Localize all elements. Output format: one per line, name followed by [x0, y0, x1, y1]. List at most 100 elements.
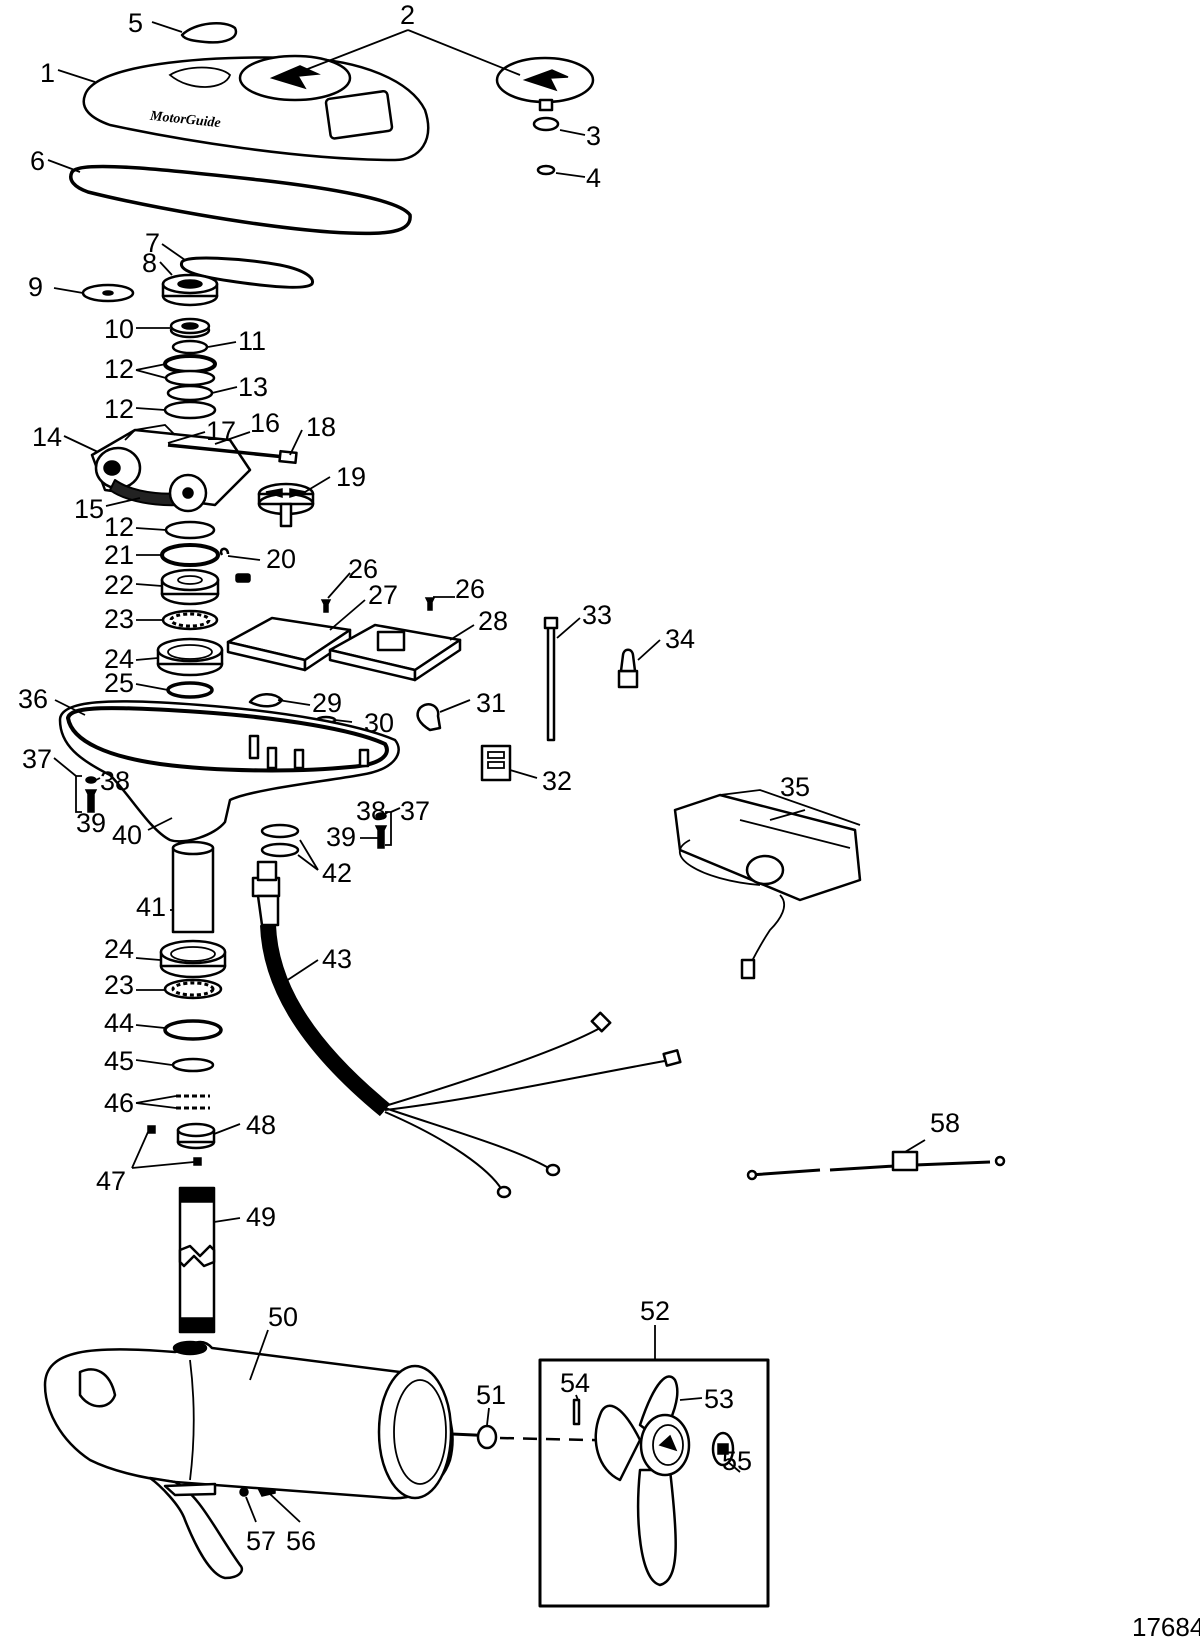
callout-37a: 37: [22, 744, 52, 774]
leader-lines: [47, 21, 926, 1523]
power-cable-43: [251, 860, 682, 1199]
callout-38a: 38: [100, 766, 130, 796]
callout-32: 32: [542, 766, 572, 796]
callout-13: 13: [238, 372, 268, 402]
callout-48: 48: [246, 1110, 276, 1140]
cable-tie-33: [543, 616, 559, 742]
callout-29: 29: [312, 688, 342, 718]
callout-51: 51: [476, 1380, 506, 1410]
screw-56: [256, 1487, 276, 1497]
mount-plate-27: [226, 616, 352, 672]
callout-58: 58: [930, 1108, 960, 1138]
connector-18: [278, 449, 298, 465]
callout-17: 17: [206, 416, 236, 446]
top-cover: MotorGuide: [82, 54, 430, 162]
callout-37b: 37: [400, 796, 430, 826]
callout-56: 56: [286, 1526, 316, 1556]
snap-ring-21: [160, 543, 220, 567]
callout-8: 8: [142, 248, 157, 278]
callout-9: 9: [28, 272, 43, 302]
brand-label: MotorGuide: [148, 109, 221, 131]
wire-harness-58: [746, 1150, 1006, 1181]
nut-10: [169, 317, 211, 339]
terminal-block-32: [480, 744, 512, 782]
callout-27: 27: [368, 580, 398, 610]
bearing-23-lower: [163, 978, 223, 1000]
callout-20: 20: [266, 544, 296, 574]
washer-12b: [164, 369, 216, 387]
cover-seal-6: [69, 164, 412, 236]
mount-plate-28: [328, 623, 462, 682]
callout-22: 22: [104, 570, 134, 600]
callout-12a: 12: [104, 354, 134, 384]
cable-16: [167, 443, 286, 459]
callout-labels: 1 2 3 4 5 6 7 8 9 10 11 12 13 12 14 17 1…: [18, 0, 960, 1556]
bearing-race-24-lower: [159, 939, 227, 979]
pins-46: [176, 1094, 210, 1110]
callout-26b: 26: [455, 574, 485, 604]
callout-33: 33: [582, 600, 612, 630]
callout-1: 1: [40, 58, 55, 88]
washer-4: [536, 164, 556, 176]
callout-54: 54: [560, 1368, 590, 1398]
set-screw-47a: [147, 1125, 156, 1134]
callout-39a: 39: [76, 808, 106, 838]
callout-23b: 23: [104, 970, 134, 1000]
callout-28: 28: [478, 606, 508, 636]
shaft-49: [178, 1186, 216, 1334]
washer-12a: [163, 354, 217, 374]
propeller-kit-box-52: [538, 1358, 770, 1608]
callout-5: 5: [128, 8, 143, 38]
callout-52: 52: [640, 1296, 670, 1326]
washer-11: [171, 339, 209, 355]
callout-49: 49: [246, 1202, 276, 1232]
foot-pedal-35: [673, 789, 862, 980]
bearing-race-24-upper: [156, 637, 224, 677]
callout-57: 57: [246, 1526, 276, 1556]
callout-41: 41: [136, 892, 166, 922]
washer-12d: [164, 520, 216, 540]
gear-8: [161, 273, 219, 307]
callout-11: 11: [238, 326, 266, 356]
callout-19: 19: [336, 462, 366, 492]
callout-25: 25: [104, 668, 134, 698]
callout-44: 44: [104, 1008, 134, 1038]
callout-36: 36: [18, 684, 48, 714]
callout-4: 4: [586, 163, 601, 193]
callout-50: 50: [268, 1302, 298, 1332]
callout-12b: 12: [104, 394, 134, 424]
shear-pin-54: [572, 1398, 581, 1426]
callout-21: 21: [104, 540, 134, 570]
callout-42: 42: [322, 858, 352, 888]
washer-44: [163, 1019, 223, 1041]
callout-2: 2: [400, 0, 415, 30]
screw-26a: [320, 599, 332, 613]
washer-25: [166, 681, 214, 699]
washer-51: [476, 1424, 498, 1450]
callout-39b: 39: [326, 822, 356, 852]
callout-24b: 24: [104, 934, 134, 964]
set-screw-47b: [193, 1157, 202, 1166]
callout-43: 43: [322, 944, 352, 974]
figure-number: 17684: [1132, 1612, 1200, 1642]
washer-3: [532, 116, 560, 132]
callout-26a: 26: [348, 554, 378, 584]
clamp-31: [416, 703, 442, 732]
o-ring-45: [171, 1057, 215, 1073]
callout-40: 40: [112, 820, 142, 850]
gear-19: [257, 482, 315, 528]
spring-13: [166, 384, 214, 402]
callout-55: 55: [722, 1446, 752, 1476]
tube-41: [171, 840, 215, 934]
top-insert-5: [180, 22, 238, 44]
propeller-53: [594, 1375, 691, 1587]
callout-3: 3: [586, 121, 601, 151]
callout-16: 16: [250, 408, 280, 438]
nut-57: [239, 1487, 249, 1497]
clip-29: [248, 693, 284, 708]
callout-35: 35: [780, 772, 810, 802]
callout-14: 14: [32, 422, 62, 452]
callout-30: 30: [364, 708, 394, 738]
gear-9: [81, 283, 135, 303]
callout-7: 7: [145, 228, 160, 258]
